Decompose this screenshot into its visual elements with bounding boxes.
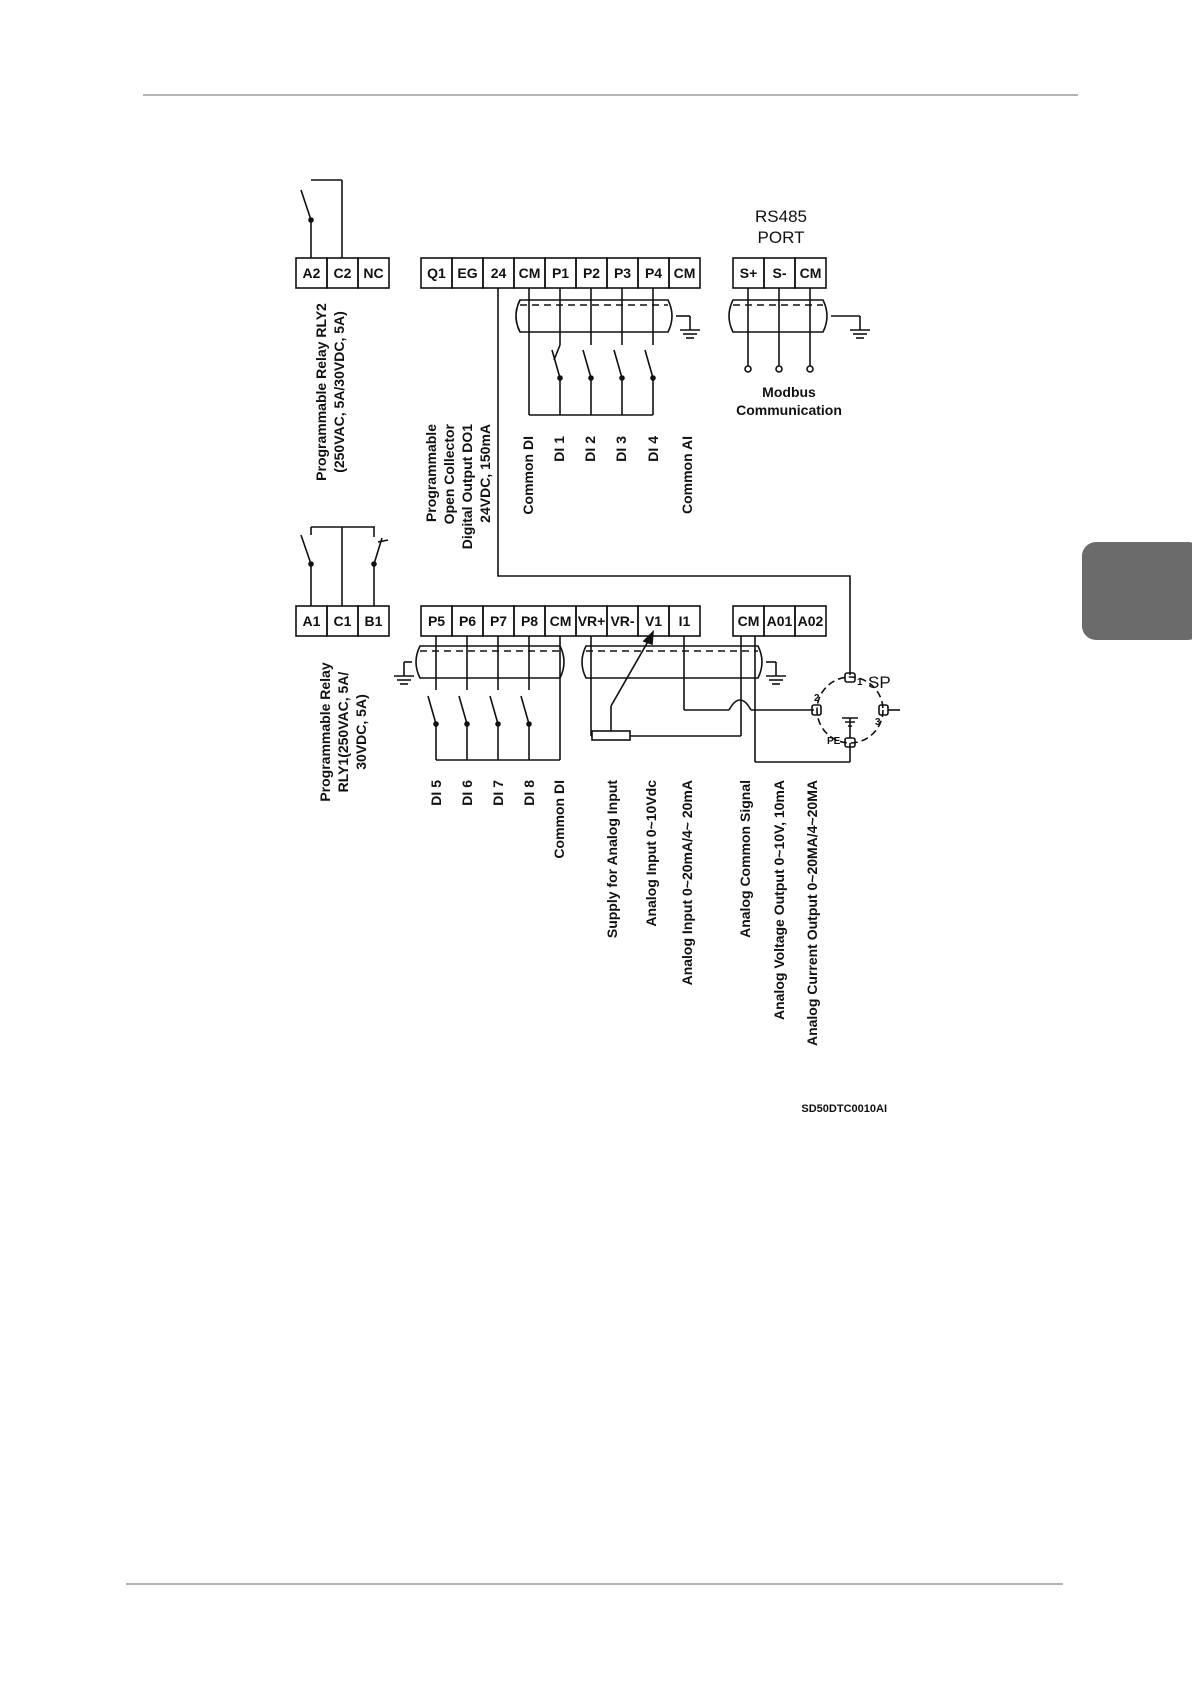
top-block-wires bbox=[497, 288, 851, 675]
bottom-ai-shield bbox=[581, 645, 786, 685]
bottom-signal-3: DI 8 bbox=[521, 780, 537, 806]
relay2-contacts bbox=[300, 179, 343, 258]
output-terminal-block bbox=[732, 605, 827, 637]
bottom-signal-2: DI 7 bbox=[490, 780, 506, 806]
sp-pin-2: 2 bbox=[814, 693, 820, 704]
bottom-terminal-8: I1 bbox=[679, 613, 691, 629]
top-signal-0: Common DI bbox=[520, 436, 536, 515]
top-terminal-6: P3 bbox=[614, 265, 631, 281]
relay1-contacts bbox=[300, 526, 389, 606]
output-signal-0: Analog Common Signal bbox=[737, 780, 753, 938]
chapter-tab bbox=[1082, 542, 1192, 640]
bottom-signal-1: DI 6 bbox=[459, 780, 475, 806]
modbus-label-0: Modbus bbox=[762, 384, 816, 400]
output-signal-2: Analog Current Output 0~20MA/4~20MA bbox=[804, 780, 820, 1046]
top-terminal-0: Q1 bbox=[427, 265, 446, 281]
relay1-label-0: Programmable Relay bbox=[317, 662, 333, 801]
relay1-label-1: RLY1(250VAC, 5A/ bbox=[335, 672, 351, 793]
sp-connector bbox=[811, 672, 900, 748]
top-terminal-5: P2 bbox=[583, 265, 600, 281]
rs485-terminal-2: CM bbox=[800, 265, 822, 281]
bottom-terminal-1: P6 bbox=[459, 613, 476, 629]
rs485-terminal-0: S+ bbox=[740, 265, 758, 281]
top-signal-1: DI 1 bbox=[551, 436, 567, 462]
top-cable-shield bbox=[515, 299, 700, 339]
bottom-signal-4: Common DI bbox=[551, 780, 567, 859]
do1-label-1: Open Collector bbox=[441, 423, 457, 524]
top-signal-2: DI 2 bbox=[582, 436, 598, 462]
relay1-label-2: 30VDC, 5A) bbox=[353, 694, 369, 769]
relay1-terminal-1: C1 bbox=[334, 613, 352, 629]
bottom-signal-0: DI 5 bbox=[428, 780, 444, 806]
output-terminal-2: A02 bbox=[798, 613, 824, 629]
top-terminal-7: P4 bbox=[645, 265, 662, 281]
bottom-terminal-6: VR- bbox=[610, 613, 634, 629]
relay2-label-1: (250VAC, 5A/30VDC, 5A) bbox=[331, 311, 347, 473]
do1-label-0: Programmable bbox=[423, 424, 439, 522]
do1-label-2: Digital Output DO1 bbox=[459, 424, 475, 549]
bottom-terminal-3: P8 bbox=[521, 613, 538, 629]
rs485-cable bbox=[728, 288, 870, 373]
bottom-di-shield bbox=[394, 645, 565, 685]
sp-pin-1: 1 bbox=[857, 677, 863, 688]
top-signal-5: Common AI bbox=[679, 436, 695, 514]
relay2-terminal-0: A2 bbox=[303, 265, 321, 281]
bottom-signal-6: Analog Input 0~10Vdc bbox=[643, 780, 659, 927]
analog-input-wires bbox=[590, 629, 814, 741]
relay1-terminal-2: B1 bbox=[365, 613, 383, 629]
bottom-terminal-7: V1 bbox=[645, 613, 662, 629]
figure-code: SD50DTC0010AI bbox=[801, 1103, 887, 1115]
top-terminal-8: CM bbox=[674, 265, 696, 281]
rs485-title-0: RS485 bbox=[755, 207, 807, 226]
top-signal-3: DI 3 bbox=[613, 436, 629, 462]
bottom-signal-7: Analog Input 0~20mA/4~ 20mA bbox=[679, 780, 695, 985]
relay2-terminal-2: NC bbox=[363, 265, 383, 281]
modbus-label-1: Communication bbox=[736, 402, 842, 418]
rs485-title-1: PORT bbox=[758, 228, 805, 247]
relay1-terminal-0: A1 bbox=[303, 613, 321, 629]
bottom-terminal-5: VR+ bbox=[578, 613, 606, 629]
top-terminal-2: 24 bbox=[491, 265, 507, 281]
output-signal-1: Analog Voltage Output 0~10V, 10mA bbox=[771, 780, 787, 1020]
rs485-terminal-1: S- bbox=[773, 265, 787, 281]
do1-label-3: 24VDC, 150mA bbox=[477, 424, 493, 523]
bottom-terminal-0: P5 bbox=[428, 613, 445, 629]
output-wires bbox=[740, 636, 851, 763]
sp-pin-pe: PE bbox=[827, 736, 841, 747]
relay2-label-0: Programmable Relay RLY2 bbox=[313, 303, 329, 481]
top-terminal-3: CM bbox=[519, 265, 541, 281]
bottom-terminal-4: CM bbox=[550, 613, 572, 629]
top-terminal-1: EG bbox=[457, 265, 477, 281]
top-signal-4: DI 4 bbox=[645, 436, 661, 462]
bottom-signal-5: Supply for Analog Input bbox=[604, 780, 620, 938]
output-terminal-0: CM bbox=[738, 613, 760, 629]
sp-title: SP bbox=[868, 673, 891, 692]
output-terminal-1: A01 bbox=[767, 613, 793, 629]
bottom-di-wires bbox=[427, 636, 561, 761]
top-terminal-4: P1 bbox=[552, 265, 569, 281]
sp-pin-3: 3 bbox=[875, 717, 881, 728]
relay2-terminal-1: C2 bbox=[334, 265, 352, 281]
bottom-terminal-2: P7 bbox=[490, 613, 507, 629]
